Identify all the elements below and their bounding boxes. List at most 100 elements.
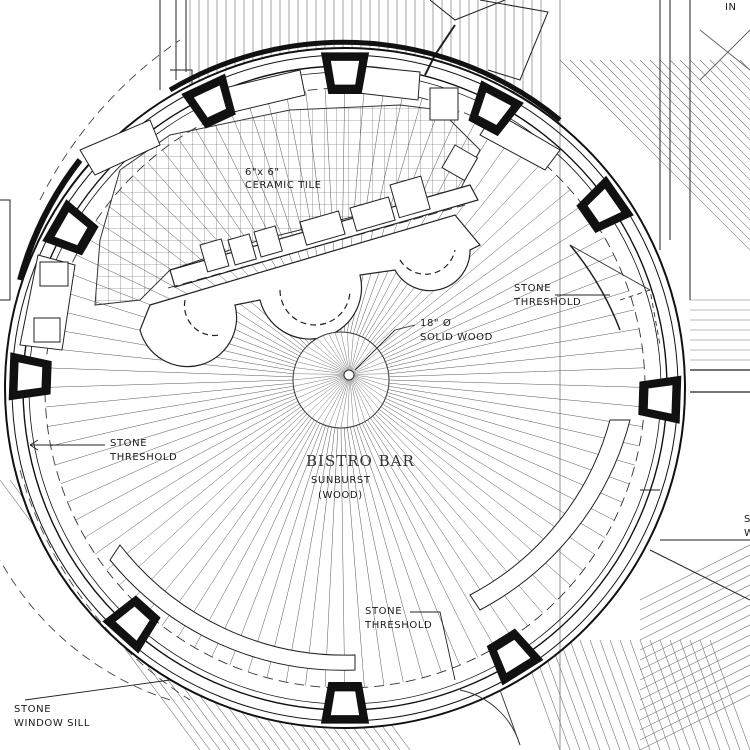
center-ray: [353, 355, 383, 373]
center-ray: [353, 373, 389, 375]
deck-board: [639, 639, 750, 701]
sunburst-ray: [372, 415, 557, 629]
sunburst-ray: [353, 426, 429, 688]
window-bay: [8, 352, 52, 401]
sunburst-ray: [376, 176, 586, 349]
sunburst-ray: [367, 419, 523, 655]
center-ray: [299, 377, 345, 405]
deck-board: [739, 59, 750, 261]
center-ray: [352, 345, 376, 372]
sunburst-ray: [343, 427, 367, 688]
deck-board: [639, 559, 750, 621]
deck-board: [639, 59, 750, 261]
sunburst-ray: [370, 417, 541, 643]
deck-board: [679, 59, 750, 261]
deck-board: [719, 59, 750, 261]
deck-board: [639, 639, 681, 750]
room-name: BISTRO BAR: [306, 452, 415, 470]
center-ray: [306, 345, 346, 372]
center-ray: [322, 379, 348, 425]
door-swings: [459, 244, 661, 746]
window-bay: [576, 175, 634, 233]
center-ray: [328, 379, 348, 427]
center-ray: [351, 378, 371, 419]
center-ray: [350, 379, 360, 425]
sunburst-ray: [382, 403, 623, 549]
center-ray: [353, 376, 388, 393]
sunburst-ray: [45, 345, 294, 374]
deck-board: [649, 639, 691, 750]
tile-note-size: 6"x 6": [245, 167, 280, 178]
window-sill-line-2: WINDOW SILL: [14, 718, 90, 729]
sunburst-ray: [45, 395, 296, 492]
center-ray: [353, 361, 386, 374]
window-bays: [8, 52, 682, 724]
deck-board: [709, 639, 750, 750]
sunburst-ray: [385, 265, 641, 362]
sunburst-ray: [356, 425, 449, 688]
sunburst-ray: [45, 366, 294, 378]
sunburst-ray: [57, 401, 299, 530]
window-sill-line-1: STONE: [14, 704, 51, 715]
sunburst-ray: [45, 389, 294, 451]
deck-board: [59, 479, 261, 750]
deck-board: [639, 619, 750, 681]
threshold-bottom-line-1: STONE: [365, 606, 402, 617]
sunburst-ray: [374, 161, 572, 347]
sunburst-ray: [388, 366, 645, 378]
edge-text-right-1: S: [744, 514, 750, 525]
deck-board: [589, 639, 631, 750]
center-note-size: 18" Ø: [420, 317, 451, 329]
sunburst-ray: [45, 386, 294, 431]
sunburst-ray: [45, 379, 294, 389]
center-ray: [340, 379, 350, 429]
deck-board: [629, 59, 750, 261]
center-ray: [316, 338, 347, 371]
window-bay: [468, 80, 524, 137]
deck-board: [699, 639, 741, 750]
sunburst-ray: [78, 406, 302, 566]
deck-board: [619, 639, 661, 750]
tile-note-material: CERAMIC TILE: [245, 180, 322, 191]
deck-board: [639, 659, 750, 721]
sunburst-ray: [362, 422, 487, 676]
deck-board: [639, 679, 750, 741]
deck-board: [669, 59, 750, 261]
deck-board: [609, 639, 651, 750]
window-bay: [320, 52, 370, 94]
threshold-bottom-line-2: THRESHOLD: [364, 620, 432, 631]
center-ray: [350, 333, 354, 371]
center-ray: [350, 379, 354, 427]
sunburst-ray: [388, 382, 645, 410]
center-ray: [353, 377, 383, 405]
sunburst-ray: [380, 406, 612, 566]
window-bay: [486, 628, 544, 686]
deck-board: [609, 59, 750, 261]
deck-board: [579, 59, 750, 261]
window-bay: [42, 199, 99, 256]
sunburst-ray: [350, 427, 408, 688]
center-note-material: SOLID WOOD: [420, 332, 493, 343]
deck-board: [639, 599, 750, 661]
center-ray: [347, 332, 350, 371]
center-ray: [293, 373, 345, 375]
center-ray: [334, 332, 349, 371]
threshold-right-line-2: THRESHOLD: [513, 297, 581, 308]
center-ray: [353, 374, 390, 381]
deck-board: [689, 59, 750, 261]
deck-board: [669, 639, 711, 750]
center-ray: [322, 335, 348, 371]
plan-labels: 6"x 6" CERAMIC TILE 18" Ø SOLID WOOD STO…: [14, 2, 750, 729]
deck-board: [559, 59, 750, 261]
center-ray: [334, 379, 349, 428]
sunburst-ray: [45, 392, 295, 472]
sunburst-ray: [386, 284, 645, 365]
center-ray: [340, 331, 350, 371]
sunburst-ray: [388, 325, 645, 371]
sunburst-ray: [378, 409, 600, 583]
sunburst-ray: [388, 345, 645, 374]
sunburst-ray: [378, 192, 600, 351]
center-ray: [353, 376, 386, 399]
